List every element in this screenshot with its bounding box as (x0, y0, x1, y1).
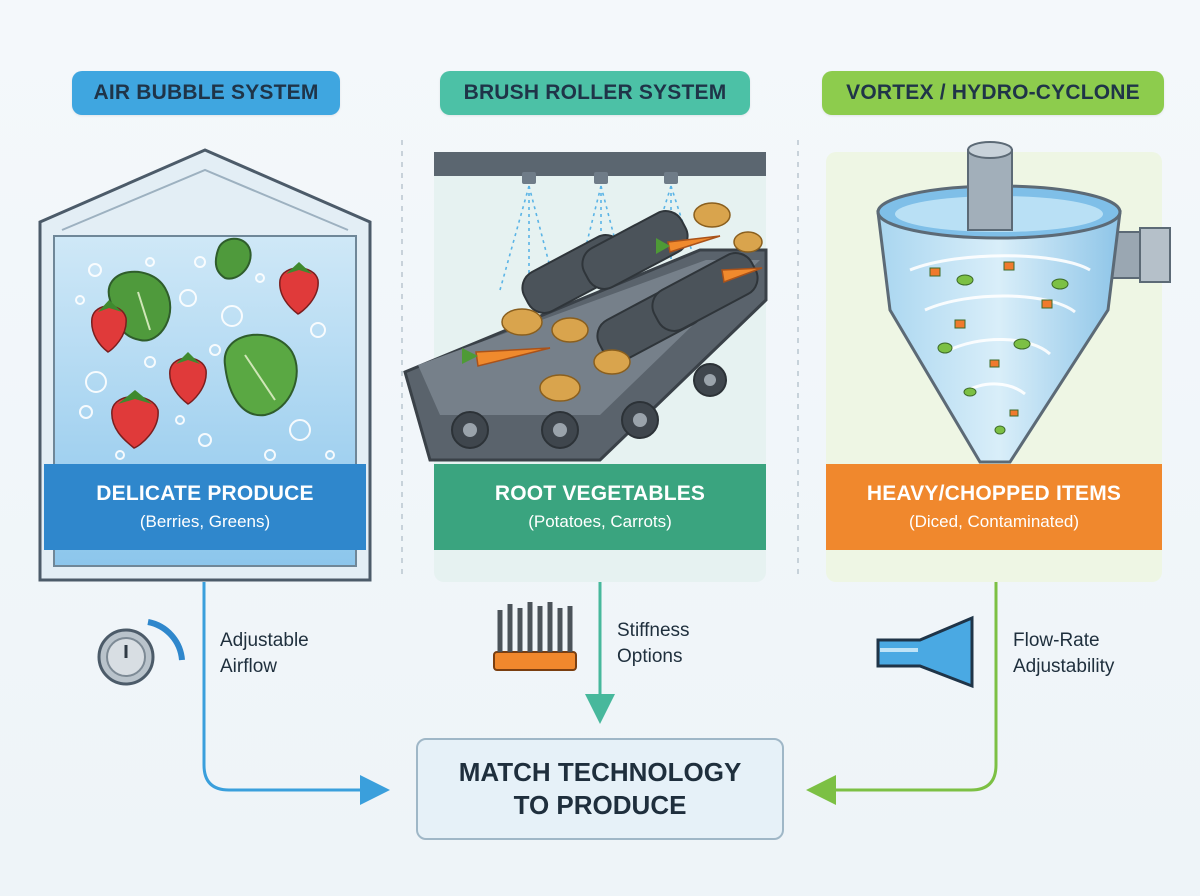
system-title-brush-roller: BRUSH ROLLER SYSTEM (440, 71, 750, 115)
target-line: TO PRODUCE (513, 790, 687, 820)
target-line: MATCH TECHNOLOGY (458, 757, 742, 787)
adjustment-line: Airflow (220, 656, 278, 677)
produce-banner-delicate: DELICATE PRODUCE (Berries, Greens) (44, 464, 366, 550)
adjustment-line: Flow-Rate (1013, 630, 1100, 651)
match-technology-box: MATCH TECHNOLOGY TO PRODUCE (416, 738, 784, 840)
dial-knob-icon (97, 619, 185, 686)
adjustment-label-flow-rate: Flow-Rate Adjustability (1013, 628, 1114, 680)
arrow-vortex-to-target (806, 582, 998, 805)
system-title-label: VORTEX / HYDRO-CYCLONE (846, 81, 1140, 104)
produce-examples: (Berries, Greens) (139, 512, 271, 531)
adjustment-label-stiffness: Stiffness Options (617, 618, 690, 670)
produce-title: ROOT VEGETABLES (494, 482, 706, 505)
adjustment-line: Options (617, 646, 683, 667)
adjustment-line: Adjustable (220, 630, 309, 651)
adjustment-line: Stiffness (617, 620, 690, 641)
system-title-label: AIR BUBBLE SYSTEM (93, 81, 319, 104)
brush-icon (493, 602, 577, 671)
system-title-label: BRUSH ROLLER SYSTEM (463, 81, 727, 104)
nozzle-icon (876, 615, 974, 689)
adjustment-label-airflow: Adjustable Airflow (220, 628, 309, 680)
arrow-air-to-target (202, 582, 390, 805)
system-title-air-bubble: AIR BUBBLE SYSTEM (72, 71, 340, 115)
produce-title: HEAVY/CHOPPED ITEMS (866, 482, 1122, 505)
produce-examples: (Potatoes, Carrots) (528, 512, 672, 531)
produce-examples: (Diced, Contaminated) (908, 512, 1080, 531)
produce-title: DELICATE PRODUCE (96, 482, 314, 505)
produce-banner-root: ROOT VEGETABLES (Potatoes, Carrots) (434, 464, 766, 550)
system-title-vortex: VORTEX / HYDRO-CYCLONE (822, 71, 1164, 115)
produce-banner-heavy: HEAVY/CHOPPED ITEMS (Diced, Contaminated… (826, 464, 1162, 550)
adjustment-line: Adjustability (1013, 656, 1115, 677)
